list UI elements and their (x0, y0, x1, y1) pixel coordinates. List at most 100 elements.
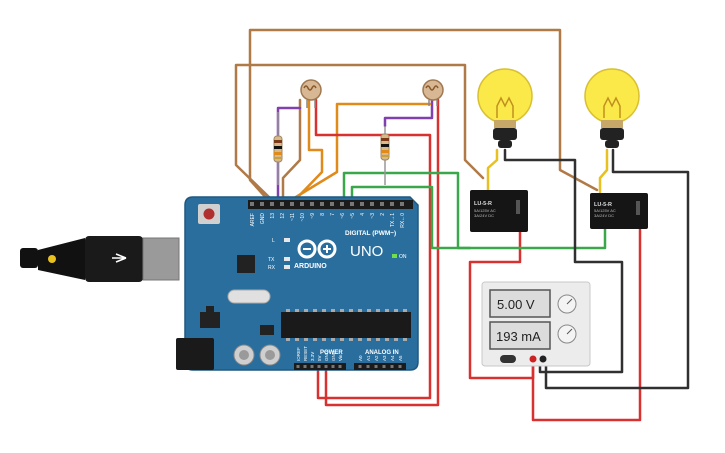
chip-pin (340, 309, 344, 312)
power-switch[interactable] (500, 355, 516, 363)
resistor-1[interactable] (273, 112, 283, 185)
relay-1-rating-2: 3A/24V DC (474, 213, 494, 218)
digital-pin[interactable] (370, 202, 374, 206)
digital-pin[interactable] (270, 202, 274, 206)
chip-pin (367, 309, 371, 312)
analog-header (354, 363, 406, 370)
digital-pin-label: AREF (250, 213, 256, 226)
current-readout: 193 mA (496, 329, 541, 344)
relay-1[interactable]: LU-5-R 5A/125V AC 3A/24V DC (470, 190, 528, 232)
wire-red-ldr2 (324, 98, 440, 407)
power-pin[interactable] (310, 365, 314, 368)
wire-brown-ldr1 (281, 98, 302, 202)
digital-pin[interactable] (290, 202, 294, 206)
analog-pin[interactable] (398, 365, 402, 368)
led-tx-label: TX (268, 257, 275, 263)
resistor-2[interactable] (380, 126, 390, 185)
digital-pin[interactable] (260, 202, 264, 206)
digital-pin[interactable] (280, 202, 284, 206)
digital-pin[interactable] (250, 202, 254, 206)
relay-2-name: LU-5-R (594, 202, 612, 208)
power-pin[interactable] (303, 365, 307, 368)
chip-pin (385, 309, 389, 312)
chip-pin (349, 309, 353, 312)
power-pin[interactable] (324, 365, 328, 368)
voltage-readout: 5.00 V (497, 297, 535, 312)
digital-pin[interactable] (380, 202, 384, 206)
analog-pin[interactable] (390, 365, 394, 368)
digital-pin-label: 2 (380, 213, 386, 216)
relay-2-rating-1: 5A/125V AC (594, 208, 616, 213)
chip-pin (349, 338, 353, 341)
power-pin-label: GND (331, 350, 336, 361)
analog-pin[interactable] (382, 365, 386, 368)
led-rx-label: RX (268, 265, 276, 271)
digital-pin[interactable] (310, 202, 314, 206)
digital-pin-label: GND (260, 213, 266, 225)
digital-pin[interactable] (300, 202, 304, 206)
chip-pin (322, 309, 326, 312)
crystal-oscillator (227, 289, 271, 304)
analog-pin-label: A5 (398, 355, 403, 361)
negative-terminal[interactable] (539, 355, 547, 363)
chip-pin (295, 309, 299, 312)
photoresistor-1[interactable] (300, 79, 322, 108)
wire-red-ldr1 (314, 98, 432, 400)
chip-pin (376, 338, 380, 341)
usb-icon (112, 253, 127, 263)
light-bulb-1[interactable] (477, 68, 533, 148)
relay-1-name: LU-5-R (474, 201, 492, 207)
analog-pin[interactable] (358, 365, 362, 368)
chip-pin (403, 338, 407, 341)
usb-led (48, 255, 56, 263)
digital-pin-label: 12 (280, 213, 286, 219)
analog-pin[interactable] (374, 365, 378, 368)
digital-pin[interactable] (330, 202, 334, 206)
chip-pin (403, 309, 407, 312)
digital-pin[interactable] (360, 202, 364, 206)
digital-pin-label: ~6 (340, 213, 346, 219)
digital-pin-label: ~5 (350, 213, 356, 219)
digital-pin[interactable] (320, 202, 324, 206)
digital-pin[interactable] (400, 202, 404, 206)
power-pin[interactable] (296, 365, 300, 368)
power-pin[interactable] (331, 365, 335, 368)
chip-pin (358, 338, 362, 341)
digital-pin-label: ~11 (290, 213, 296, 221)
wire-purple-right (383, 98, 434, 128)
chip-pin (286, 338, 290, 341)
relay-1-rating-1: 5A/125V AC (474, 208, 496, 213)
chip-pin (304, 338, 308, 341)
power-pin[interactable] (338, 365, 342, 368)
chip-pin (331, 338, 335, 341)
analog-pin[interactable] (366, 365, 370, 368)
chip-pin (313, 309, 317, 312)
wire-green-2 (350, 185, 607, 250)
chip-pin (331, 309, 335, 312)
led-l (284, 238, 290, 242)
usb-plug (85, 236, 143, 282)
chip-pin (313, 338, 317, 341)
power-supply[interactable]: 5.00 V 193 mA (481, 281, 591, 367)
power-pin-label: 5V (317, 355, 322, 361)
led-tx (284, 257, 290, 261)
chip-pin (394, 338, 398, 341)
digital-pin-label: TX→1 (390, 213, 396, 227)
digital-pin[interactable] (340, 202, 344, 206)
positive-terminal[interactable] (529, 355, 537, 363)
usb-controller-chip (237, 255, 255, 273)
analog-pin-label: A1 (366, 355, 371, 361)
digital-pin-label: 4 (360, 213, 366, 216)
voltage-display (489, 289, 551, 318)
digital-pin[interactable] (350, 202, 354, 206)
chip-pin (376, 309, 380, 312)
power-pin[interactable] (317, 365, 321, 368)
photoresistor-2[interactable] (422, 79, 444, 106)
power-label: POWER (320, 350, 343, 356)
relay-2[interactable]: LU-5-R 5A/125V AC 3A/24V DC (590, 193, 648, 229)
light-bulb-2[interactable] (584, 68, 640, 148)
atmega-chip (281, 312, 411, 338)
digital-pin[interactable] (390, 202, 394, 206)
